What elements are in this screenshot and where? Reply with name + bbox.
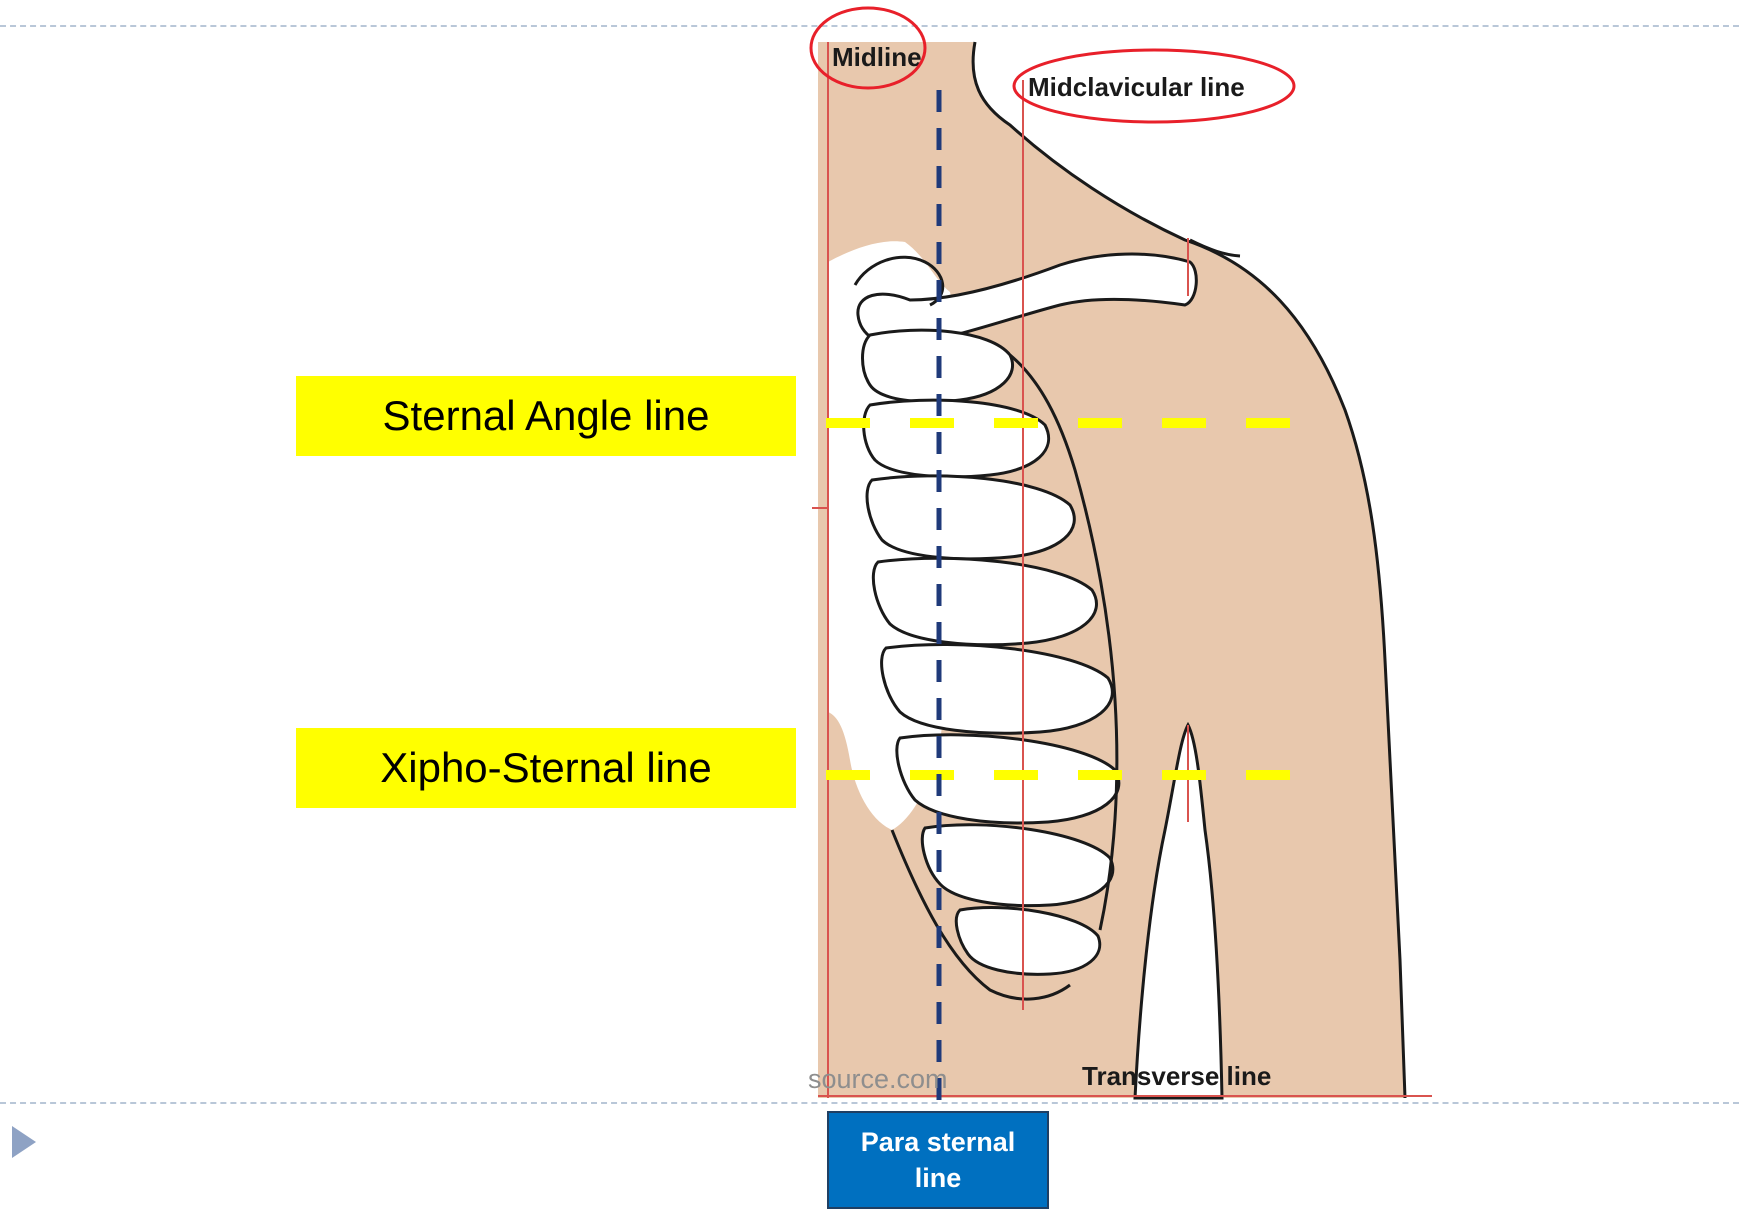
midline-label: Midline <box>832 42 922 72</box>
watermark-text: source.com <box>808 1064 948 1094</box>
sternal-angle-callout: Sternal Angle line <box>296 376 796 456</box>
transverse-label: Transverse line <box>1082 1061 1271 1091</box>
midclavicular-label: Midclavicular line <box>1028 72 1245 102</box>
xipho-sternal-callout: Xipho-Sternal line <box>296 728 796 808</box>
para-sternal-callout: Para sternal line <box>827 1111 1049 1209</box>
rib-2 <box>864 400 1049 477</box>
